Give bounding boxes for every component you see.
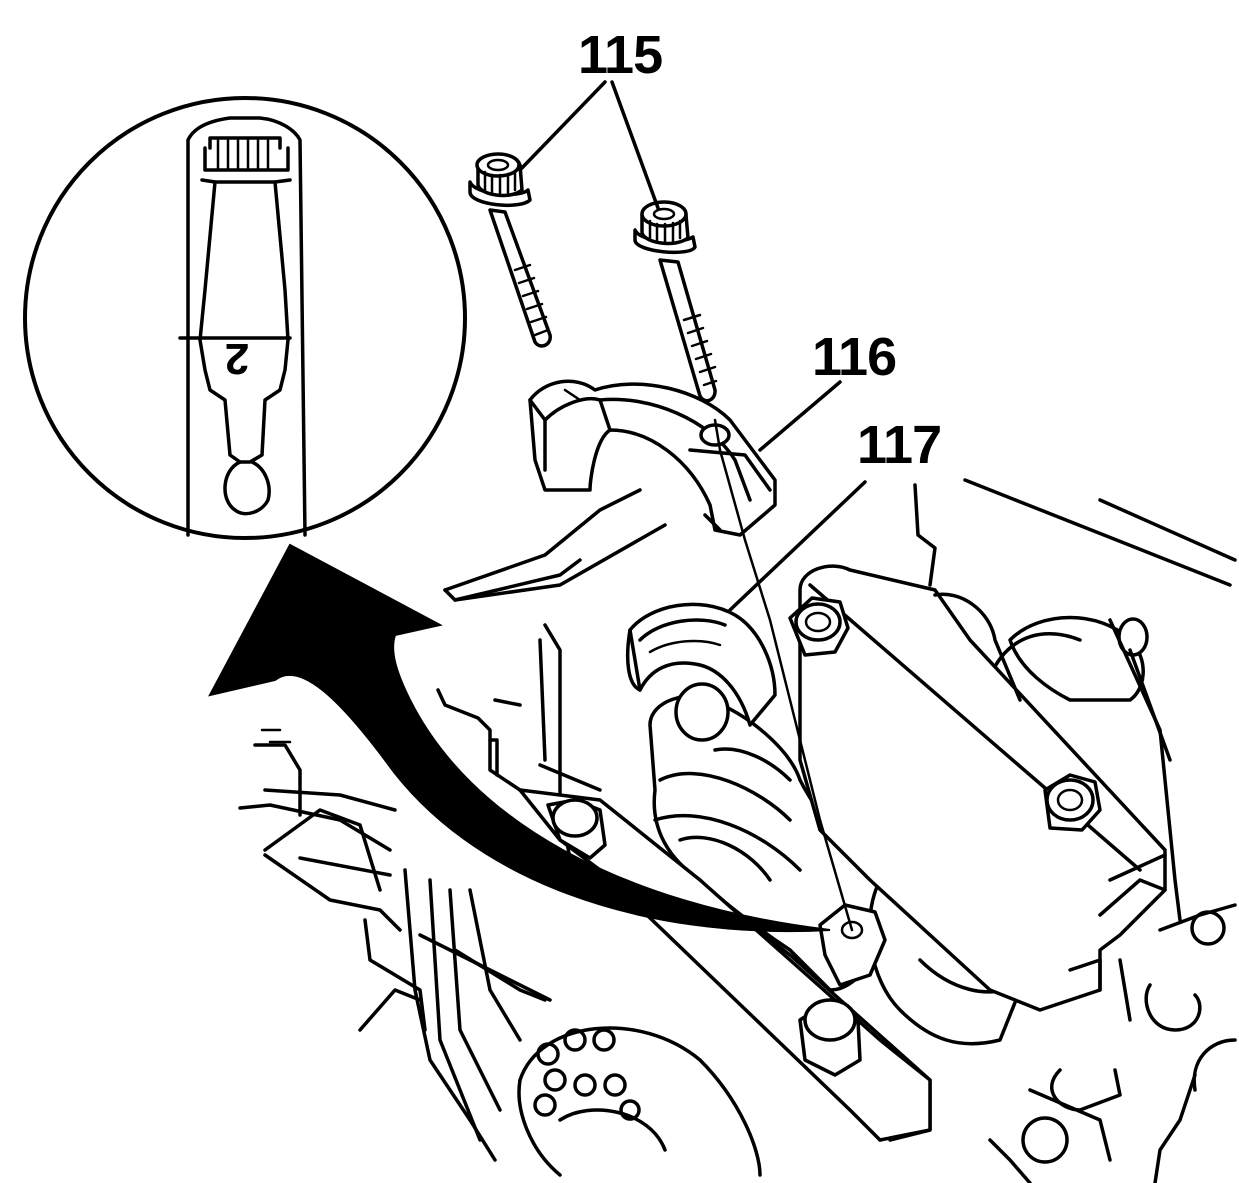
alignment-line [713, 418, 854, 932]
bolt-head-icon [1043, 773, 1102, 832]
detail-mark: 2 [225, 334, 249, 383]
callout-115: 115 [578, 25, 662, 85]
installed-bolts [546, 596, 1102, 1077]
leader-lines [518, 80, 867, 612]
bolt-icon [633, 200, 718, 403]
bolt-head-icon [818, 903, 887, 987]
bolt-icon [468, 152, 552, 348]
callout-117: 117 [857, 415, 941, 475]
transfer-arrow-icon [208, 543, 831, 933]
magnified-detail-icon: 2 [23, 96, 467, 540]
callout-116: 116 [812, 327, 896, 387]
bolt-head-icon [798, 998, 862, 1077]
bolt-head-icon [788, 596, 850, 657]
bolt-head-icon [546, 798, 607, 860]
bearing-cap-icon [528, 379, 777, 537]
bearing-insert-icon [625, 602, 777, 727]
